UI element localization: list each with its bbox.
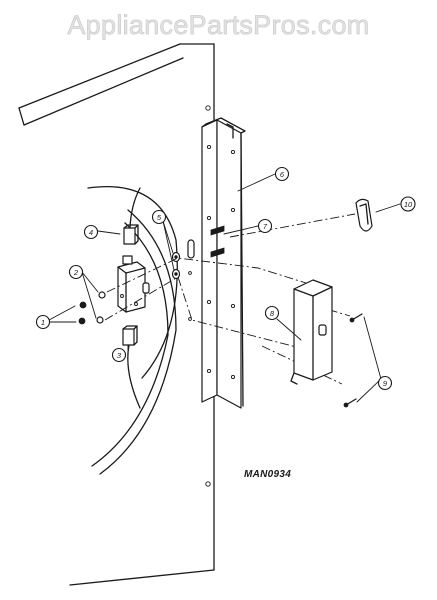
door-gasket-curves [87, 186, 178, 475]
strike-insert [210, 225, 225, 258]
vertical-bracket [187, 117, 246, 409]
callout-5: 5 [151, 209, 167, 225]
callout-1: 1 [35, 314, 51, 330]
callout-number: 5 [157, 213, 162, 222]
callout-number: 9 [383, 379, 388, 388]
diagram-code: MAN0934 [244, 469, 291, 480]
callout-8: 8 [264, 305, 280, 321]
switch-cover [290, 279, 333, 385]
callout-number: 1 [41, 318, 45, 327]
callout-number: 6 [280, 170, 285, 179]
callout-number: 10 [404, 200, 413, 209]
callout-10: 10 [400, 196, 416, 212]
watermark: AppliancePartsPros.com [67, 10, 370, 41]
cover-screws [343, 313, 363, 408]
door-panel-outline [18, 43, 215, 586]
assembly-centerlines [104, 213, 356, 385]
callout-9: 9 [377, 375, 393, 391]
switch-nuts [78, 291, 106, 325]
callout-leaders [48, 173, 401, 403]
callout-7: 7 [257, 218, 273, 234]
callout-2: 2 [68, 264, 84, 280]
callout-number: 2 [73, 268, 79, 277]
callout-number: 3 [117, 351, 122, 360]
wire-connector-bottom [122, 325, 138, 346]
callout-4: 4 [83, 224, 99, 240]
callout-3: 3 [111, 347, 127, 363]
door-switch-body [117, 255, 150, 313]
callout-number: 7 [263, 222, 268, 231]
callout-number: 4 [89, 228, 93, 237]
spacer-washers [171, 251, 181, 280]
callout-number: 8 [270, 309, 275, 318]
door-actuator [355, 198, 373, 232]
callout-6: 6 [274, 166, 290, 182]
wire-connector-top [123, 224, 139, 245]
